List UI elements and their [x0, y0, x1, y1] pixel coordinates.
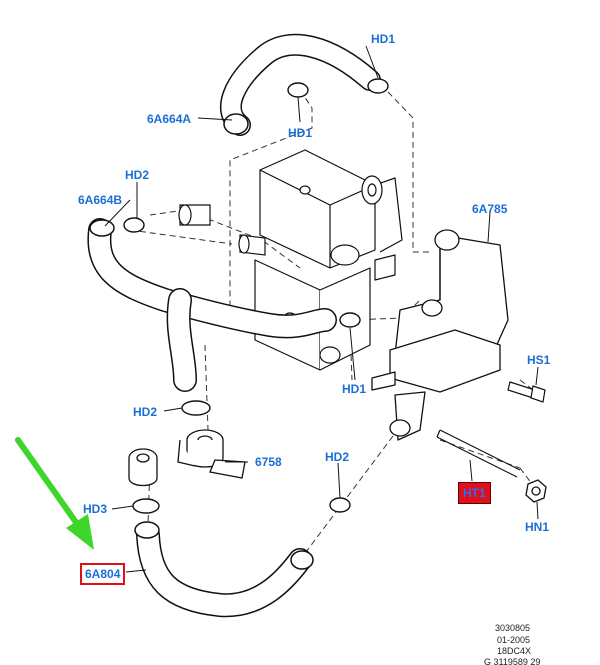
label-hd3: HD3: [83, 502, 108, 516]
valve-6758: [177, 429, 246, 479]
label-6a664b: 6A664B: [78, 193, 123, 207]
reference-code: 18DC4X: [497, 646, 532, 656]
green-arrow-icon: [15, 437, 94, 550]
label-hd2-mid: HD2: [133, 405, 158, 419]
engine-block: [254, 149, 403, 371]
reference-number: 3030805: [495, 623, 531, 633]
label-6a664a: 6A664A: [147, 112, 192, 126]
stud-ht1: [436, 429, 521, 478]
label-ht1: HT1: [458, 482, 491, 504]
label-hd2-top: HD2: [125, 168, 150, 182]
label-6758: 6758: [255, 455, 282, 469]
bolt-hs1: [507, 381, 546, 403]
label-hd2-right: HD2: [325, 450, 350, 464]
breather-6a785: [371, 229, 509, 441]
label-6a785: 6A785: [472, 202, 508, 216]
small-fittings: [178, 204, 266, 256]
label-hs1: HS1: [527, 353, 551, 367]
fitting-upper-left: [128, 448, 158, 487]
hose-6a804: [134, 521, 314, 618]
label-hn1: HN1: [525, 520, 550, 534]
hose-6a664a: [219, 33, 381, 136]
label-hd1-mid: HD1: [288, 126, 313, 140]
hose-6a664b: [87, 218, 337, 392]
label-6a804: 6A804: [80, 563, 126, 585]
reference-figure-id: G 3119589 29: [484, 657, 541, 665]
nut-hn1: [525, 479, 547, 503]
leader-lines: [104, 45, 539, 573]
label-hd1-low: HD1: [342, 382, 367, 396]
label-hd1-top: HD1: [371, 32, 396, 46]
reference-date: 01-2005: [497, 635, 531, 645]
